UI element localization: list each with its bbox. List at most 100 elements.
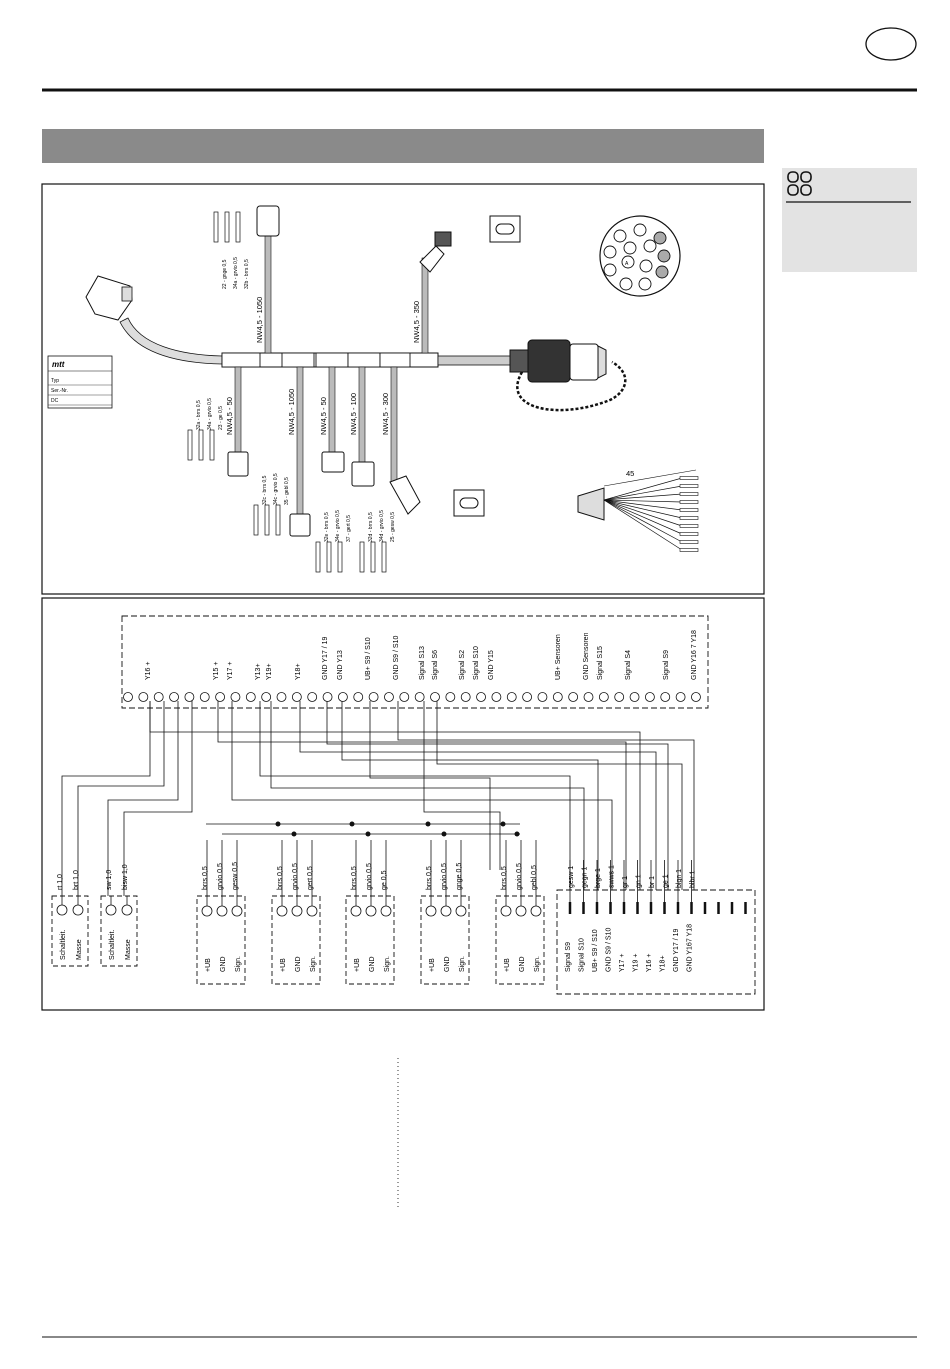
pin-terminal — [235, 211, 241, 243]
nameplate-logo: mtt — [52, 360, 65, 369]
dimension-line — [603, 469, 697, 487]
wire-label: gr 1 — [622, 876, 629, 888]
face-view-socket — [459, 497, 479, 509]
top-pin-label: GND Y17 / 19 — [322, 636, 329, 680]
branch-cable — [296, 366, 304, 516]
top-pin — [645, 692, 655, 702]
top-pin-label: UB+ S9 / S10 — [365, 637, 372, 680]
wire-label: sw 1,0 — [106, 870, 113, 890]
connector-head — [419, 245, 445, 273]
pin-terminal — [213, 211, 219, 243]
power-wire — [123, 701, 193, 896]
top-pin-label: Signal S15 — [597, 646, 604, 680]
socket-pin — [643, 239, 657, 253]
sensor-pin-label: Sign. — [235, 956, 242, 972]
top-pin-label: Y15 + — [213, 662, 220, 681]
wire-label: gesw 1 — [568, 866, 575, 888]
language-badge — [865, 27, 917, 61]
power-pin-label: Masse — [125, 939, 132, 960]
socket-pin — [639, 259, 653, 273]
power-box — [51, 895, 89, 967]
open-cable-pin — [679, 484, 699, 488]
sensor-pin — [425, 905, 437, 917]
wire-label: 32e - brrs 0,5 — [324, 512, 330, 542]
open-cable-pin — [679, 524, 699, 528]
wire-label: brrs 0,5 — [351, 866, 358, 890]
wire-label: bisw 1,0 — [122, 864, 129, 890]
branch-length-label: NW4,5 - 1050 — [255, 297, 264, 343]
wire-label: 32c - brrs 0,5 — [262, 475, 268, 505]
socket-pin — [603, 263, 617, 277]
wire-label: grvio 0,5 — [217, 863, 224, 890]
sensor-pin — [380, 905, 392, 917]
sensor-pin — [500, 905, 512, 917]
branch-length-label: NW4,5 - 350 — [412, 301, 421, 343]
socket-pin — [655, 265, 669, 279]
power-wire — [107, 701, 179, 896]
pin-terminal — [359, 541, 365, 573]
connector-head — [389, 475, 421, 515]
wire-label: blbr 1 — [690, 870, 697, 888]
wire-label: brrs 0,5 — [277, 866, 284, 890]
wire-label: gesw 0,5 — [232, 862, 239, 890]
top-pin — [537, 692, 548, 702]
top-pin — [399, 692, 410, 702]
top-pin-label: Signal S9 — [663, 650, 670, 680]
pin-terminal — [198, 429, 204, 461]
socket-pin — [657, 249, 671, 263]
branch-length-label: NW4,5 - 1050 — [287, 389, 296, 435]
wire-label: grvio 0,5 — [516, 863, 523, 890]
wire-label: 34d - grvio 0,5 — [379, 510, 385, 542]
top-pin — [230, 692, 241, 702]
top-pin — [568, 692, 579, 702]
branch-length-label: NW4,5 - 300 — [381, 393, 390, 435]
top-pin — [368, 692, 379, 702]
round-connector-cap — [597, 345, 607, 379]
connector-head — [289, 513, 311, 537]
big-connector-pin-label: UB+ S9 / S10 — [592, 929, 599, 972]
bus-wire — [149, 701, 641, 890]
nameplate — [47, 355, 113, 409]
power-pin-label: Schaltleit. — [60, 930, 67, 960]
sensor-pin — [365, 905, 377, 917]
top-pin — [460, 692, 471, 702]
schematic-panel — [41, 597, 765, 1011]
wire-label: 34a - grvio 0,5 — [207, 398, 213, 430]
wire-label: 32d - brrs 0,5 — [368, 512, 374, 542]
wire-label: 32a - brrs 0,5 — [196, 400, 202, 430]
sensor-pin-label: GND — [220, 956, 227, 972]
sensor-pin-label: +UB — [205, 958, 212, 972]
sensor-box — [196, 895, 246, 985]
grid-icon — [787, 171, 812, 196]
wire-label: gert 0,5 — [307, 866, 314, 890]
junction-dot — [425, 821, 431, 827]
top-pin — [276, 692, 287, 702]
wire-label: 37 - gert 0,5 — [346, 515, 352, 542]
sensor-pin — [530, 905, 542, 917]
pin-terminal — [337, 541, 343, 573]
socket-pin — [603, 245, 617, 259]
open-cable-wire — [603, 499, 683, 551]
wire-label: 22 - gnge 0,5 — [222, 259, 228, 289]
junction-dot — [365, 831, 371, 837]
bus-wire — [369, 701, 491, 870]
sensor-pin — [201, 905, 213, 917]
info-panel — [782, 168, 917, 272]
pin-terminal — [275, 504, 281, 536]
top-pin-label: Signal S13 — [419, 646, 426, 680]
sensor-pin-label: GND — [519, 956, 526, 972]
big-connector-pin-label: GND S9 / S10 — [606, 928, 613, 972]
branch-length-label: NW4,5 - 50 — [225, 397, 234, 435]
open-cable-pin — [679, 492, 699, 496]
sensor-pin — [276, 905, 288, 917]
dimension-label: 45 — [626, 469, 634, 478]
power-pin-label: Masse — [76, 939, 83, 960]
power-wire — [77, 701, 165, 896]
top-pin — [322, 692, 333, 702]
branch-cable — [421, 257, 429, 354]
wire-label: brrs 0,5 — [501, 866, 508, 890]
round-connector-neck — [509, 349, 531, 373]
top-pin — [153, 692, 164, 702]
